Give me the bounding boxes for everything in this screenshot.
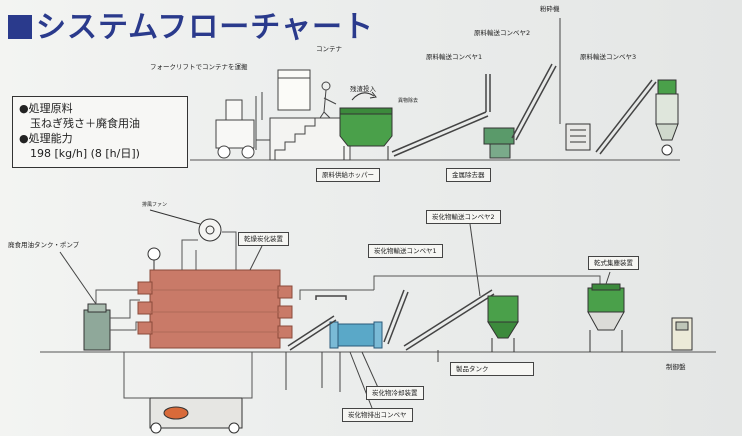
label-conveyor3: 原料輸送コンベヤ3: [580, 53, 637, 61]
raw-conveyor-3: [595, 79, 657, 155]
page-title: システムフローチャート: [8, 2, 374, 46]
info-line: 玉ねぎ残さ＋廃食用油: [19, 117, 140, 130]
gauge-icon: [147, 247, 161, 272]
info-line: 198 [kg/h] (8 [h/日]): [19, 147, 140, 160]
label-conveyor1: 原料輸送コンベヤ1: [426, 53, 483, 61]
raw-feeder-unit: [655, 79, 679, 156]
dryer-unit: [137, 269, 293, 349]
platform-with-stairs: [261, 92, 351, 161]
label-manual-input: 残渣投入: [350, 85, 376, 93]
dust-collector: [587, 283, 625, 352]
dryer-leader: [249, 245, 263, 271]
metal-remover-icon: [483, 127, 515, 159]
label-metal-remover: 金属除去器: [446, 168, 491, 182]
carbide-conveyor-1: [383, 289, 409, 345]
carbide-conveyor-a: [287, 295, 347, 351]
control-panel: [671, 317, 693, 351]
label-small-note: 異物除去: [398, 98, 419, 104]
process-info-box: ●処理原料 玉ねぎ残さ＋廃食用油 ●処理能力 198 [kg/h] (8 [h/…: [12, 96, 188, 168]
worker-icon: [319, 81, 337, 119]
dust-leader: [605, 271, 611, 285]
label-crusher: 粉砕機: [540, 5, 560, 13]
info-line: ●処理原料: [19, 102, 73, 115]
oil-pipes: [110, 299, 140, 331]
label-forklift: フォークリフトでコンテナを運搬: [150, 63, 248, 71]
crusher-icon: [565, 123, 591, 151]
label-container: コンテナ: [316, 45, 342, 53]
carbide-conveyor-2: [403, 289, 495, 351]
label-control-panel: 制御盤: [666, 363, 686, 371]
exhaust-duct: [299, 275, 601, 300]
label-dryer: 乾燥炭化装置: [238, 232, 289, 246]
label-carb-conv1: 炭化物輸送コンベヤ1: [368, 244, 443, 258]
label-dust-collector: 乾式集塵装置: [588, 256, 639, 270]
burner-unit: [123, 352, 253, 434]
label-hopper: 原料供給ホッパー: [316, 168, 380, 182]
label-cooler: 炭化物冷却装置: [366, 386, 424, 400]
support-posts: [285, 350, 439, 392]
oil-tank-leader: [59, 251, 97, 305]
conv2-leader: [469, 223, 481, 297]
forklift-icon: [215, 96, 270, 159]
raw-conveyor-1: [391, 74, 491, 157]
dryer-exhaust: [181, 250, 197, 270]
duct-lines: [95, 231, 237, 304]
label-product-tank: 製品タンク: [450, 362, 534, 376]
info-line: ●処理能力: [19, 132, 73, 145]
oil-tank-icon: [83, 303, 111, 351]
container-icon: [277, 69, 311, 111]
raw-conveyor-2: [511, 63, 557, 141]
product-tank: [487, 295, 519, 352]
label-oil-tank: 廃食用油タンク・ポンプ: [8, 241, 80, 249]
label-carb-conv2: 炭化物輸送コンベヤ2: [426, 210, 501, 224]
label-conveyor2: 原料輸送コンベヤ2: [474, 29, 531, 37]
title-square-icon: [8, 15, 32, 39]
carbide-cooler: [329, 321, 383, 349]
raw-hopper: [339, 91, 393, 160]
label-discharge-conv: 炭化物排出コンベヤ: [342, 408, 413, 422]
exhaust-fan-icon: [149, 209, 222, 242]
label-fan: 排風ファン: [142, 202, 168, 208]
